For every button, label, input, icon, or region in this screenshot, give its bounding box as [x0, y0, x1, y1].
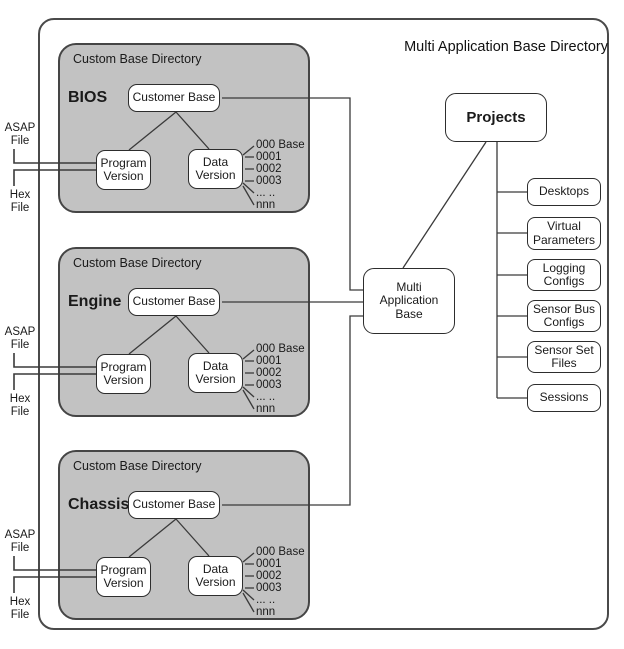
customer-base-node: Customer Base [128, 84, 220, 112]
projects-node: Projects [445, 93, 547, 142]
hex-file-label: Hex File [9, 596, 31, 621]
program-version-node: Program Version [96, 557, 151, 597]
data-version-entry: ... .. [256, 391, 276, 403]
hex-file-label: Hex File [9, 393, 31, 418]
program-version-node: Program Version [96, 354, 151, 394]
asap-file-label: ASAP File [4, 529, 36, 554]
data-version-node: Data Version [188, 353, 243, 393]
data-version-node: Data Version [188, 556, 243, 596]
project-item-desktops: Desktops [527, 178, 601, 206]
group-header: Custom Base Directory [73, 459, 202, 473]
project-item-sensor-bus-configs: Sensor Bus Configs [527, 300, 601, 332]
data-version-entry: nnn [256, 199, 276, 211]
data-version-entry: ... .. [256, 187, 276, 199]
project-item-sessions: Sessions [527, 384, 601, 412]
data-version-entry: 0003 [256, 582, 282, 594]
customer-base-node: Customer Base [128, 288, 220, 316]
data-version-entry: nnn [256, 403, 276, 415]
data-version-entry: 0001 [256, 558, 282, 570]
data-version-entry: nnn [256, 606, 276, 618]
program-version-node: Program Version [96, 150, 151, 190]
data-version-entry: 0002 [256, 570, 282, 582]
data-version-entry: 0003 [256, 175, 282, 187]
asap-file-label: ASAP File [4, 326, 36, 351]
group-name-bios: BIOS [68, 89, 108, 106]
hex-file-label: Hex File [9, 189, 31, 214]
asap-file-label: ASAP File [4, 122, 36, 147]
multi-application-base-node: Multi Application Base [363, 268, 455, 334]
diagram-title: Multi Application Base Directory [404, 39, 608, 55]
group-name-engine: Engine [68, 293, 122, 310]
data-version-entry: ... .. [256, 594, 276, 606]
data-version-entry: 000 Base [256, 139, 305, 151]
data-version-entry: 0002 [256, 367, 282, 379]
custom-base-directory-bios: Custom Base Directory BIOS Customer Base… [58, 43, 310, 213]
data-version-entry: 0003 [256, 379, 282, 391]
project-item-virtual-parameters: Virtual Parameters [527, 217, 601, 250]
project-item-logging-configs: Logging Configs [527, 259, 601, 291]
group-header: Custom Base Directory [73, 256, 202, 270]
group-name-chassis: Chassis [68, 496, 130, 513]
data-version-entry: 000 Base [256, 343, 305, 355]
data-version-entry: 000 Base [256, 546, 305, 558]
group-header: Custom Base Directory [73, 52, 202, 66]
customer-base-node: Customer Base [128, 491, 220, 519]
custom-base-directory-engine: Custom Base Directory Engine Customer Ba… [58, 247, 310, 417]
custom-base-directory-chassis: Custom Base Directory Chassis Customer B… [58, 450, 310, 620]
data-version-entry: 0001 [256, 355, 282, 367]
data-version-entry: 0001 [256, 151, 282, 163]
project-item-sensor-set-files: Sensor Set Files [527, 341, 601, 373]
data-version-entry: 0002 [256, 163, 282, 175]
data-version-node: Data Version [188, 149, 243, 189]
